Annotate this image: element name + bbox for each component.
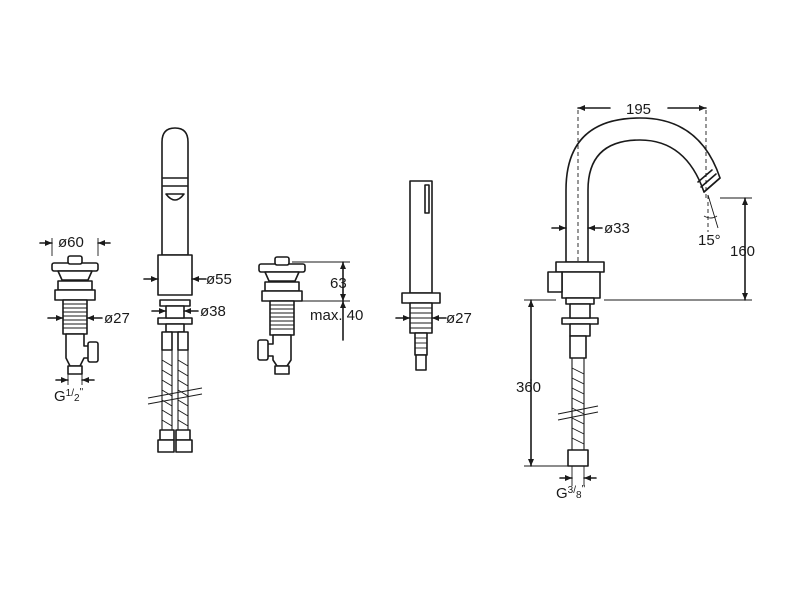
label-spout-connection-den: 8 <box>576 490 582 501</box>
valve-left <box>39 238 111 385</box>
label-spout-connection-g: G <box>556 485 568 502</box>
label-spout-connection-num: 3 <box>568 485 574 496</box>
label-spout-height: 160 <box>730 243 755 260</box>
label-valve-connection-g: G <box>54 388 66 405</box>
label-column-diameter: ø55 <box>206 271 232 288</box>
gooseneck-spout <box>524 105 752 486</box>
hand-shower <box>395 180 447 371</box>
label-spout-reach: 195 <box>626 101 651 118</box>
label-valve-connection-num: 1 <box>66 388 72 399</box>
label-valve-connection: G1/2" <box>54 387 84 405</box>
label-valve-thread-diameter: ø27 <box>104 310 130 327</box>
label-shower-thread-diameter: ø27 <box>446 310 472 327</box>
valve-middle <box>257 256 350 375</box>
column-with-hoses <box>143 127 207 453</box>
label-spout-angle: 15° <box>698 232 721 249</box>
label-column-thread-diameter: ø38 <box>200 303 226 320</box>
label-valve-height: 63 <box>330 275 347 292</box>
label-spout-diameter: ø33 <box>604 220 630 237</box>
label-handle-diameter: ø60 <box>58 234 84 251</box>
label-spout-connection: G3/8" <box>556 484 586 502</box>
label-spout-connection-unit: " <box>582 484 586 495</box>
fraction-slash: / <box>71 388 74 399</box>
label-max-deck-thickness: max. 40 <box>310 307 363 324</box>
fraction-slash-2: / <box>573 485 576 496</box>
label-valve-connection-den: 2 <box>74 393 80 404</box>
label-valve-connection-unit: " <box>80 387 84 398</box>
label-hose-length: 360 <box>516 379 541 396</box>
